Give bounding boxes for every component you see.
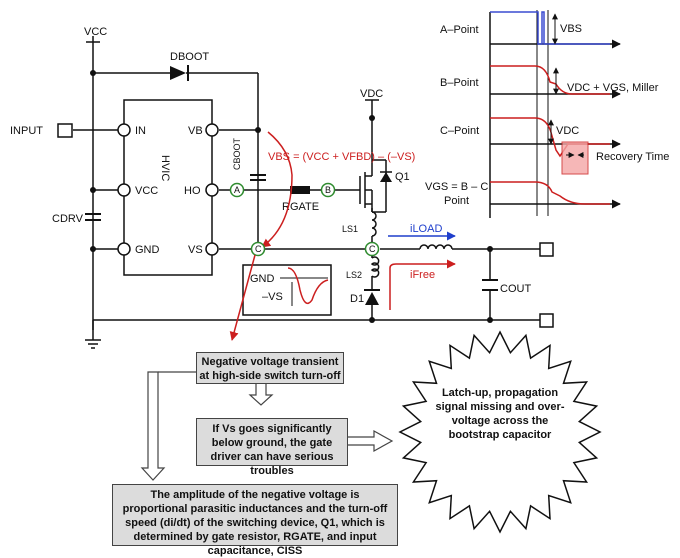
output-terminal-bottom bbox=[539, 313, 554, 328]
flow-box-amplitude: The amplitude of the negative voltage is… bbox=[112, 484, 398, 557]
dboot-label: DBOOT bbox=[170, 51, 209, 63]
vbs-wave-label: VBS bbox=[560, 23, 582, 35]
pin-in-label: IN bbox=[135, 125, 146, 137]
vdc-vgs-label: VDC + VGS, Miller bbox=[567, 82, 659, 94]
vs-to-flow-arrow bbox=[229, 254, 256, 341]
dboot-diode bbox=[170, 65, 200, 81]
iload-label: iLOAD bbox=[410, 223, 442, 235]
b-point-label: B–Point bbox=[440, 77, 479, 89]
d1-diode bbox=[364, 289, 380, 305]
cdrv-capacitor bbox=[85, 213, 101, 221]
output-inductor bbox=[419, 244, 453, 250]
pin-gnd-label: GND bbox=[135, 244, 160, 256]
ifree-arrow bbox=[389, 259, 456, 310]
inset-gnd-label: GND bbox=[250, 273, 275, 285]
node-b: B bbox=[320, 182, 336, 198]
hvic-box bbox=[123, 99, 213, 276]
a-point-label: A–Point bbox=[440, 24, 479, 36]
cout-capacitor bbox=[482, 279, 498, 291]
ls2-label: LS2 bbox=[346, 270, 362, 280]
flow-box-troubles: If Vs goes significantly below ground, t… bbox=[196, 418, 348, 477]
inset-waveform bbox=[287, 267, 329, 305]
cout-label: COUT bbox=[500, 283, 531, 295]
hvic-pins bbox=[117, 123, 219, 256]
q1-label: Q1 bbox=[395, 171, 410, 183]
svg-text:A: A bbox=[234, 185, 240, 195]
ifree-label: iFree bbox=[410, 269, 435, 281]
junction-dots bbox=[90, 70, 493, 323]
cboot-capacitor bbox=[250, 174, 266, 181]
recovery-time-label: Recovery Time bbox=[596, 151, 669, 163]
svg-text:C: C bbox=[369, 244, 376, 254]
consequence-starburst bbox=[398, 330, 602, 534]
vgs-point-label: Point bbox=[444, 195, 469, 207]
flow-box-transient: Negative voltage transient at high-side … bbox=[196, 352, 344, 384]
cdrv-label: CDRV bbox=[52, 213, 84, 225]
node-a: A bbox=[229, 182, 245, 198]
pin-vs-label: VS bbox=[188, 244, 203, 256]
vbs-equation: VBS = (VCC + VFBD) – (–VS) bbox=[268, 151, 415, 163]
d1-label: D1 bbox=[350, 293, 364, 305]
waveform-panel bbox=[489, 10, 621, 218]
inset-vs-label: –VS bbox=[262, 291, 283, 303]
flow-arrows bbox=[140, 371, 394, 481]
q1-mosfet bbox=[359, 159, 387, 213]
vgs-eq-label: VGS = B – C bbox=[425, 181, 488, 193]
vbs-arrow bbox=[261, 131, 293, 248]
node-c-switch: C bbox=[364, 241, 380, 257]
starburst-text: Latch-up, propagation signal missing and… bbox=[435, 387, 565, 441]
ls1-label: LS1 bbox=[342, 224, 358, 234]
node-c-vs: C bbox=[250, 241, 266, 257]
output-terminal-top bbox=[539, 242, 554, 257]
vcc-label: VCC bbox=[84, 26, 107, 38]
cboot-label: CBOOT bbox=[232, 137, 242, 170]
pin-vcc-label: VCC bbox=[135, 185, 158, 197]
svg-text:B: B bbox=[325, 185, 331, 195]
input-terminal bbox=[57, 123, 73, 138]
pin-ho-label: HO bbox=[184, 185, 201, 197]
input-label: INPUT bbox=[10, 125, 43, 137]
ls1-inductor bbox=[371, 211, 377, 237]
rgate-label: RGATE bbox=[282, 201, 319, 213]
ls2-inductor bbox=[370, 256, 380, 278]
vdc-label: VDC bbox=[360, 88, 383, 100]
pin-vb-label: VB bbox=[188, 125, 203, 137]
svg-text:C: C bbox=[255, 244, 262, 254]
vdc-wave-label: VDC bbox=[556, 125, 579, 137]
ground-symbol bbox=[85, 339, 101, 349]
c-point-label: C–Point bbox=[440, 125, 479, 137]
hvic-label: HVIC bbox=[159, 155, 171, 181]
rgate-resistor bbox=[290, 186, 310, 194]
